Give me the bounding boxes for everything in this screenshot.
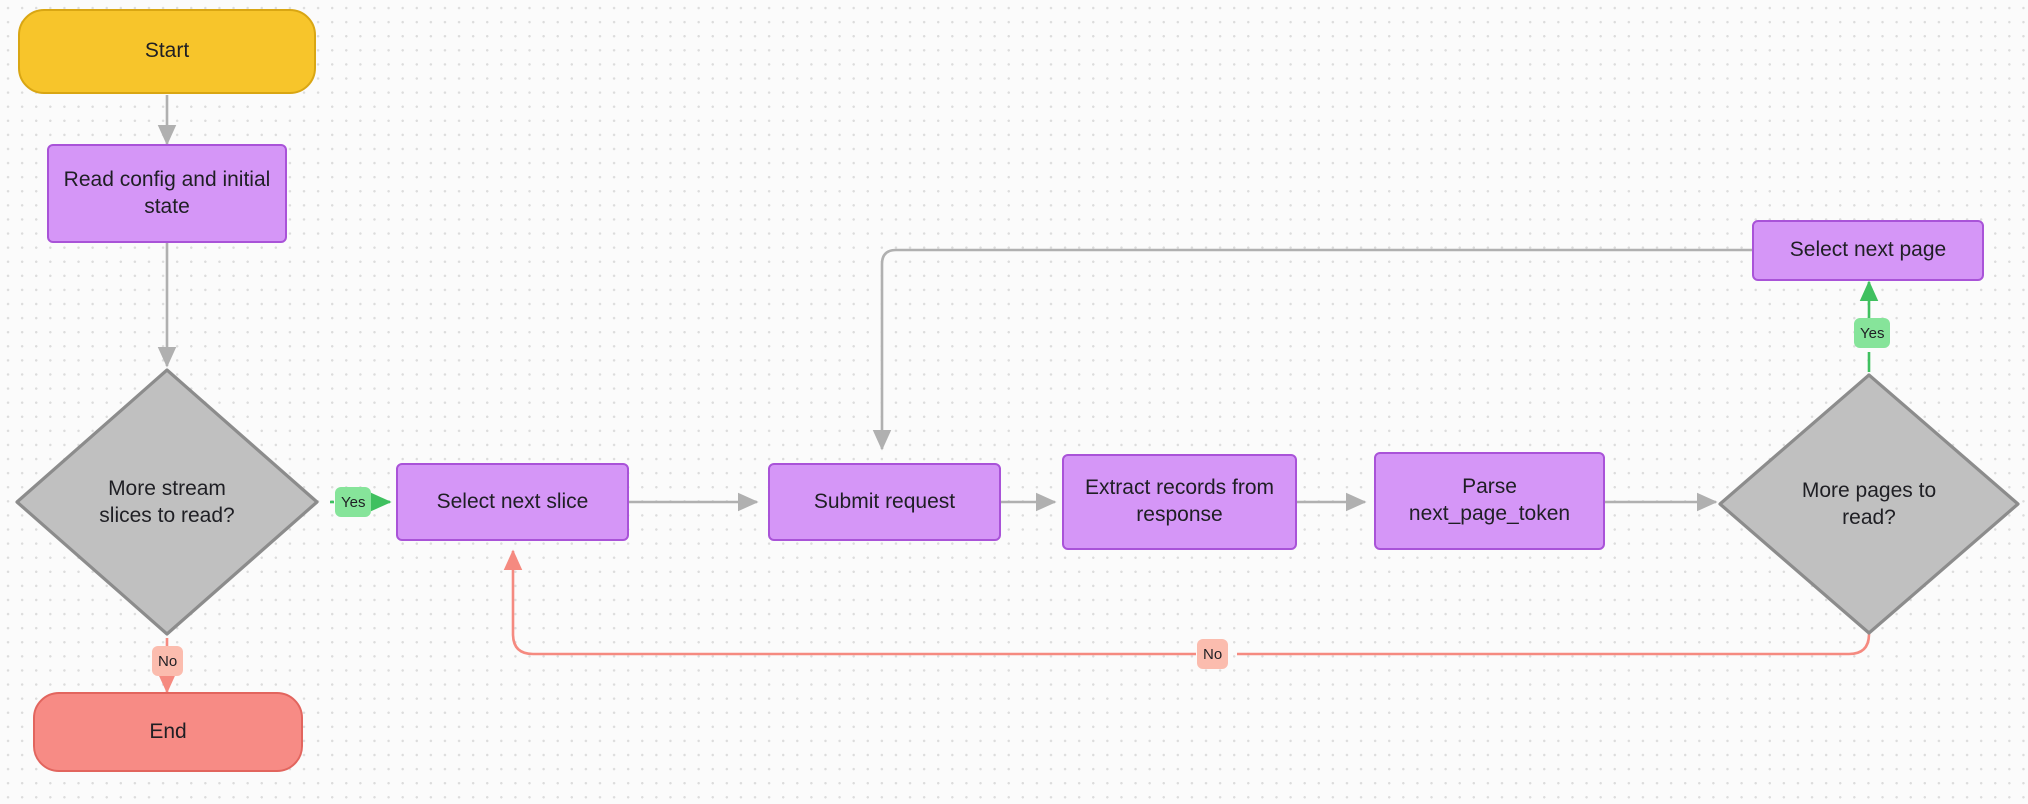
edge-label-slices-no[interactable]: No xyxy=(152,646,184,676)
node-extract-records-label: Extract records from response xyxy=(1084,476,1275,526)
edge-select-page-to-submit-loop xyxy=(872,248,1752,451)
edge-more-pages-no-a xyxy=(1237,633,1871,656)
node-select-next-page-label: Select next page xyxy=(1789,238,1947,262)
edge-label-pages-yes[interactable]: Yes xyxy=(1854,318,1891,348)
node-parse-next-page-token[interactable]: Parse next_page_token xyxy=(1374,452,1605,550)
edge-label-slices-yes[interactable]: Yes xyxy=(335,487,372,517)
node-more-pages-label: More pages to read? xyxy=(1801,478,1937,529)
node-submit-request-label: Submit request xyxy=(813,489,956,513)
node-select-next-slice-label: Select next slice xyxy=(436,489,589,513)
node-start-label: Start xyxy=(144,39,190,63)
node-select-next-slice[interactable]: Select next slice xyxy=(396,463,629,541)
node-parse-next-page-token-label: Parse next_page_token xyxy=(1408,475,1571,525)
edge-more-pages-no-b xyxy=(503,549,1196,656)
node-submit-request[interactable]: Submit request xyxy=(768,463,1001,541)
node-select-next-page[interactable]: Select next page xyxy=(1752,220,1984,281)
node-more-stream-slices-label: More stream slices to read? xyxy=(99,476,235,527)
node-start[interactable]: Start xyxy=(18,9,316,94)
node-read-config[interactable]: Read config and initial state xyxy=(47,144,287,243)
edge-label-pages-no[interactable]: No xyxy=(1197,639,1229,669)
diamond-shape-more-slices xyxy=(15,368,319,636)
diamond-shape-more-pages xyxy=(1718,373,2020,635)
node-more-pages[interactable]: More pages to read? xyxy=(1716,371,2022,637)
node-read-config-label: Read config and initial state xyxy=(63,167,271,218)
node-end[interactable]: End xyxy=(33,692,303,772)
node-extract-records[interactable]: Extract records from response xyxy=(1062,454,1297,550)
node-end-label: End xyxy=(149,719,187,743)
node-more-stream-slices[interactable]: More stream slices to read? xyxy=(13,366,321,638)
